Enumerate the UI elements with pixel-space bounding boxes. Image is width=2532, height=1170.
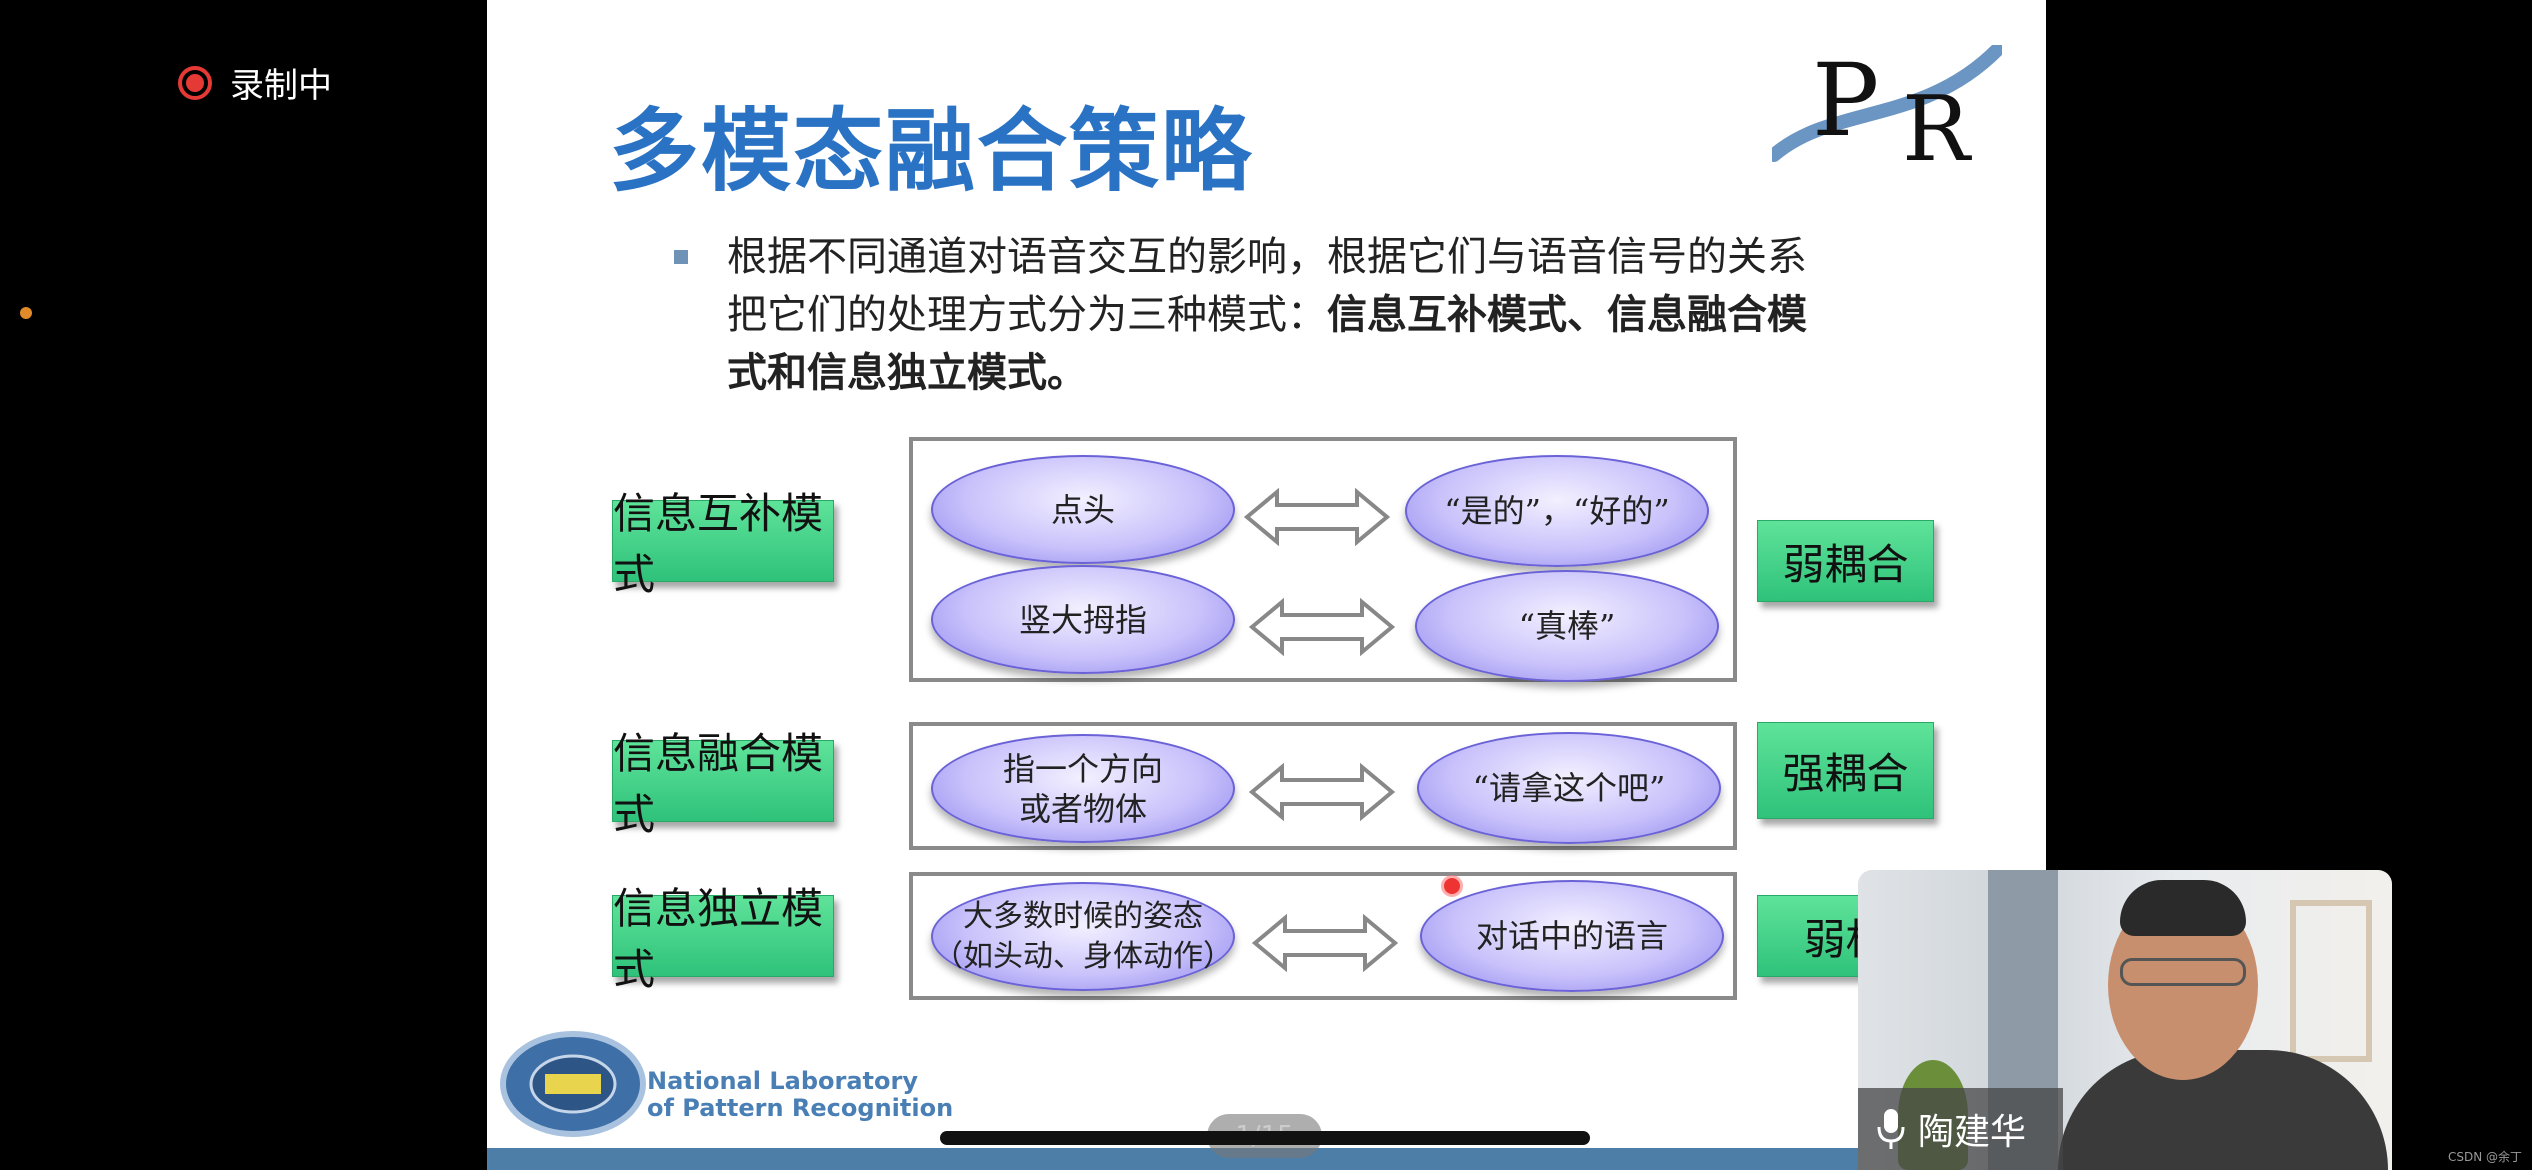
footer-lab-name: National Laboratory of Pattern Recogniti…: [647, 1068, 953, 1122]
slide-title: 多模态融合策略: [609, 99, 1253, 204]
double-arrow-icon: [1248, 597, 1396, 657]
slide-footer-bar: [487, 1148, 2046, 1170]
svg-text:R: R: [1902, 77, 1972, 170]
coupling-label-weak-1: 弱耦合: [1757, 520, 1934, 602]
gesture-text-line1: 指一个方向: [1002, 749, 1163, 788]
speech-ellipse-great: “真棒”: [1415, 570, 1719, 682]
pr-logo: P R: [1772, 45, 2002, 170]
footer-lab-line2: of Pattern Recognition: [647, 1094, 954, 1122]
gesture-text-line1: 大多数时候的姿态: [963, 898, 1203, 934]
mode-label-fusion: 信息融合模式: [612, 729, 834, 839]
laser-pointer: [1444, 878, 1460, 894]
recording-indicator: 录制中: [178, 58, 332, 107]
nlpr-seal-logo: [500, 1031, 646, 1137]
bullet-bold: 信息互补模式、信息融合模式和信息独立模式。: [727, 292, 1807, 396]
speaker-hair: [2120, 880, 2246, 936]
home-indicator-bar[interactable]: [940, 1131, 1590, 1145]
speech-ellipse-yes: “是的”，“好的”: [1405, 455, 1709, 567]
gesture-text-line2: 或者物体: [1018, 789, 1147, 828]
recording-label: 录制中: [230, 66, 332, 106]
microphone-icon: [1877, 1109, 1905, 1149]
mode-label-complementary: 信息互补模式: [612, 489, 834, 599]
background-shelf: [2290, 900, 2372, 1062]
presentation-slide: 多模态融合策略 P R 根据不同通道对语音交互的影响，根据它们与语音信号的关系把…: [487, 0, 2046, 1170]
svg-text:P: P: [1812, 45, 1879, 159]
gesture-text-line2: （如头动、身体动作）: [933, 938, 1233, 974]
gesture-ellipse-thumbsup: 竖大拇指: [931, 565, 1235, 674]
speaker-name: 陶建华: [1918, 1112, 2027, 1153]
status-dot: [20, 307, 32, 319]
watermark: CSDN @余丁: [2448, 1150, 2523, 1164]
speaker-webcam[interactable]: 陶建华: [1858, 870, 2392, 1170]
speech-ellipse-take-this: “请拿这个吧”: [1417, 732, 1721, 844]
gesture-ellipse-point: 指一个方向 或者物体: [931, 734, 1235, 843]
speaker-name-tag: 陶建华: [1858, 1088, 2063, 1170]
bullet-icon: [674, 250, 688, 264]
bullet-intro: 根据不同通道对语音交互的影响，根据它们与语音信号的关系把它们的处理方式分为三种模…: [727, 234, 1807, 338]
gesture-ellipse-nod: 点头: [931, 455, 1235, 564]
footer-lab-line1: National Laboratory: [647, 1067, 918, 1095]
double-arrow-icon: [1251, 913, 1399, 973]
record-icon: [178, 65, 212, 100]
gesture-ellipse-posture: 大多数时候的姿态 （如头动、身体动作）: [931, 882, 1235, 991]
speaker-glasses: [2120, 958, 2246, 986]
coupling-label-strong: 强耦合: [1757, 722, 1934, 819]
double-arrow-icon: [1243, 487, 1391, 547]
bullet-paragraph: 根据不同通道对语音交互的影响，根据它们与语音信号的关系把它们的处理方式分为三种模…: [674, 228, 1807, 402]
speech-ellipse-dialogue: 对话中的语言: [1420, 880, 1724, 992]
mode-label-independent: 信息独立模式: [612, 884, 834, 994]
speaker-body: [2058, 1050, 2388, 1170]
double-arrow-icon: [1248, 762, 1396, 822]
